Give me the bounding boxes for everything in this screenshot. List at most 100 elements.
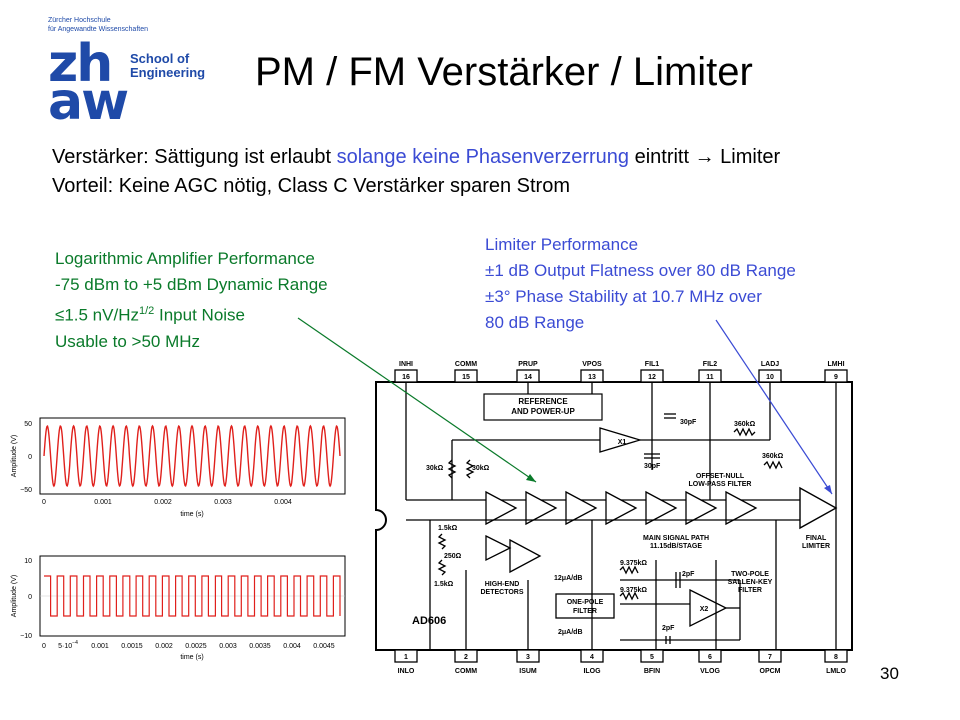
line1-prefix: Verstärker: Sättigung ist erlaubt — [52, 146, 337, 168]
c30b-label: 30pF — [644, 463, 661, 470]
i12-label: 12μA/dB — [554, 575, 582, 582]
noise-prefix: ≤1.5 nV/Hz — [55, 305, 139, 325]
page-title: PM / FM Verstärker / Limiter — [255, 50, 753, 94]
square-xtick-9: 0.0045 — [313, 643, 335, 650]
reference-block — [483, 393, 603, 421]
r9a-label: 9.375kΩ — [620, 560, 647, 567]
sine-xlabel: time (s) — [180, 511, 203, 518]
bottom-pin-number: 1 — [404, 654, 408, 661]
bottom-pin-number: 3 — [526, 654, 530, 661]
green-arrowhead-icon — [526, 474, 536, 482]
square-xtick-6: 0.003 — [219, 643, 237, 650]
msp-label-1: MAIN SIGNAL PATH — [643, 535, 709, 542]
top-pin-number: 14 — [524, 374, 532, 381]
bottom-pin-number: 6 — [708, 654, 712, 661]
limiter-annotation: Limiter Performance ±1 dB Output Flatnes… — [485, 232, 796, 336]
log-amp-usable: Usable to >50 MHz — [55, 331, 201, 351]
part-number-label: AD606 — [412, 615, 446, 627]
bottom-pin-name: ISUM — [519, 668, 537, 675]
bottom-pin-name: INLO — [398, 668, 415, 675]
final-label-1: FINAL — [806, 535, 827, 542]
sine-xtick-0: 0 — [42, 499, 46, 506]
ref-label-1: REFERENCE — [518, 397, 568, 406]
square-ytick-2: −10 — [20, 633, 32, 640]
bottom-pin-box — [640, 649, 664, 663]
square-xlabel: time (s) — [180, 654, 203, 661]
top-pin-number: 9 — [834, 374, 838, 381]
limiter-heading: Limiter Performance — [485, 235, 639, 254]
c2b-label: 2pF — [662, 625, 675, 632]
final-label-2: LIMITER — [802, 543, 830, 550]
line1-highlight: solange keine Phasenverzerrung — [336, 146, 630, 168]
top-pin-number: 10 — [766, 374, 774, 381]
top-pin-box — [454, 369, 478, 383]
noise-suffix: Input Noise — [154, 305, 246, 325]
zhaw-logo: Zürcher Hochschule für Angewandte Wissen… — [48, 16, 208, 128]
bottom-pin-box — [698, 649, 722, 663]
amplifier-stage — [485, 490, 518, 526]
square-xtick-0: 0 — [42, 643, 46, 650]
bottom-pin-box — [758, 649, 782, 663]
amplifier-stage — [645, 490, 678, 526]
bottom-pin-name: BFIN — [644, 668, 660, 675]
limiter-phase-1: ±3° Phase Stability at 10.7 MHz over — [485, 287, 762, 306]
square-series-line — [44, 575, 341, 617]
top-pin-number: 12 — [648, 374, 656, 381]
amplifier-stage — [605, 490, 638, 526]
institution-line1: Zürcher Hochschule — [48, 17, 111, 24]
offset-label-1: OFFSET-NULL — [696, 473, 745, 480]
sine-series-line — [43, 424, 341, 488]
two-pole-label-1: TWO-POLE — [731, 571, 769, 578]
ref-label-2: AND POWER-UP — [511, 407, 575, 416]
c2a-label: 2pF — [682, 571, 695, 578]
x2-label: X2 — [700, 606, 709, 613]
r360b-label: 360kΩ — [762, 453, 784, 460]
bottom-pin-name: LMLO — [826, 668, 846, 675]
line1-end: Limiter — [714, 146, 781, 168]
square-ylabel: Amplitude (V) — [11, 575, 18, 617]
annotation-arrows — [297, 317, 833, 495]
top-pin-name: VPOS — [582, 361, 602, 368]
hed-label-2: DETECTORS — [480, 589, 523, 596]
bottom-pin-number: 8 — [834, 654, 838, 661]
log-amp-annotation: Logarithmic Amplifier Performance -75 dB… — [55, 246, 328, 355]
one-pole-label-1: ONE-POLE — [567, 599, 604, 606]
top-pin-name: FIL1 — [645, 361, 659, 368]
top-pin-name: FIL2 — [703, 361, 717, 368]
logo-mark-bottom: aw — [48, 72, 129, 132]
top-pin-number: 15 — [462, 374, 470, 381]
blue-arrow-line — [715, 319, 833, 495]
i2-label: 2μA/dB — [558, 629, 583, 636]
square-ytick-0: 10 — [24, 558, 32, 565]
bottom-pin-name: COMM — [455, 668, 477, 675]
ad606-block-diagram: 16INHI15COMM14PRUP13VPOS12FIL111FIL210LA… — [375, 361, 853, 675]
institution-line2: für Angewandte Wissenschaften — [48, 26, 149, 33]
r15b-label: 1.5kΩ — [434, 581, 454, 588]
limiter-flatness: ±1 dB Output Flatness over 80 dB Range — [485, 261, 796, 280]
top-pin-name: LADJ — [761, 361, 779, 368]
bottom-pin-name: ILOG — [583, 668, 601, 675]
square-xtick-8: 0.004 — [283, 643, 301, 650]
hed-label-1: HIGH-END — [485, 581, 520, 588]
ic-labels: REFERENCE AND POWER-UP X1 30pF 30pF 360k… — [412, 397, 830, 636]
top-pin-name: LMHI — [827, 361, 844, 368]
r15a-label: 1.5kΩ — [438, 525, 458, 532]
amplifier-stages — [485, 490, 758, 526]
line1-suffix: eintritt — [629, 146, 695, 168]
green-arrow-line — [297, 317, 537, 483]
sine-ytick-1: 0 — [28, 454, 32, 461]
amplifier-stage — [725, 490, 758, 526]
top-pin-name: COMM — [455, 361, 477, 368]
r360a-label: 360kΩ — [734, 421, 756, 428]
one-pole-label-2: FILTER — [573, 608, 597, 615]
sine-xtick-1: 0.001 — [94, 499, 112, 506]
top-pin-name: PRUP — [518, 361, 538, 368]
two-pole-label-2: SALLEN-KEY — [728, 579, 773, 586]
blue-arrowhead-icon — [824, 485, 832, 494]
bottom-pin-box — [394, 649, 418, 663]
page-number: 30 — [880, 664, 899, 683]
chip-outline — [375, 381, 853, 651]
top-pin-name: INHI — [399, 361, 413, 368]
